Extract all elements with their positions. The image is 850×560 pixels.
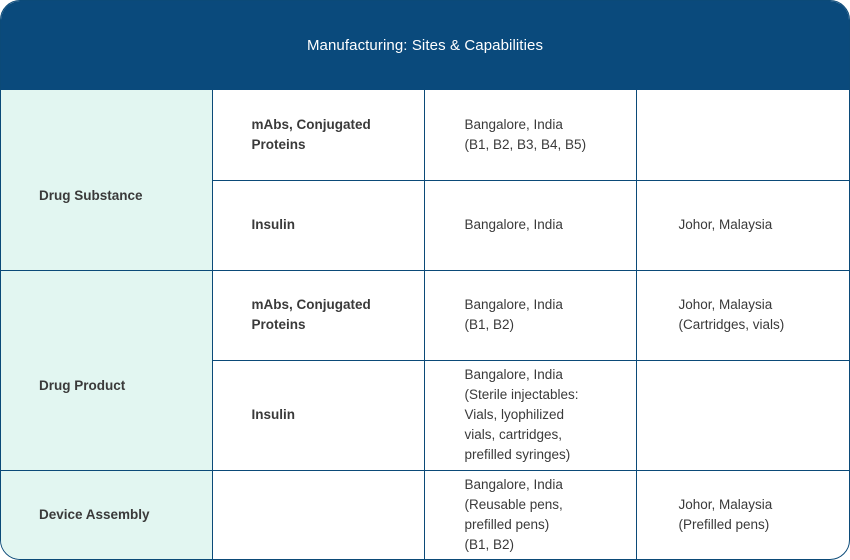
site-line: (B1, B2): [464, 317, 515, 332]
site-line: (Prefilled pens): [678, 517, 770, 533]
table-row: Insulin Bangalore, India (Sterile inject…: [1, 359, 849, 471]
site-line: Johor, Malaysia: [678, 217, 773, 232]
category-device-assembly: Device Assembly: [1, 469, 213, 559]
site-malaysia-cell: [635, 90, 849, 181]
site-line: Bangalore, India: [464, 116, 563, 132]
product-type-line: Insulin: [251, 217, 296, 232]
site-line: Bangalore, India: [464, 477, 563, 493]
product-type-cell: Insulin: [212, 179, 425, 271]
table-row: Insulin Bangalore, India Johor, Malaysia: [1, 179, 849, 271]
site-line: Johor, Malaysia: [678, 297, 773, 312]
site-line: Bangalore, India: [464, 297, 563, 312]
site-india-cell: Bangalore, India: [423, 179, 637, 271]
site-malaysia-cell: Johor, Malaysia: [635, 179, 849, 271]
product-type-line: Insulin: [251, 407, 296, 422]
product-type-line: Proteins: [251, 317, 306, 332]
site-line: (B1, B2, B3, B4, B5): [464, 136, 587, 152]
category-drug-substance: Drug Substance: [1, 90, 213, 271]
site-line: (Cartridges, vials): [678, 317, 785, 332]
product-type-cell: mAbs, Conjugated Proteins: [211, 269, 425, 361]
product-type-line: Proteins: [251, 136, 306, 152]
site-line: Bangalore, India: [464, 367, 563, 382]
site-line: Johor, Malaysia: [678, 497, 773, 513]
site-line: Vials, lyophilized: [464, 407, 565, 422]
site-line: (Sterile injectables:: [464, 387, 579, 402]
table-row: Drug Substance mAbs, Conjugated Proteins…: [1, 90, 849, 271]
table-row: Device Assembly Bangalore, India (Reusab…: [1, 469, 849, 559]
capabilities-table: Drug Substance mAbs, Conjugated Proteins…: [1, 90, 849, 559]
product-type-cell: [211, 469, 425, 559]
product-type-cell: mAbs, Conjugated Proteins: [211, 90, 425, 181]
product-type-line: mAbs, Conjugated: [251, 297, 371, 312]
table-header: Manufacturing: Sites & Capabilities: [1, 1, 849, 90]
site-line: (B1, B2): [464, 537, 515, 553]
site-india-cell: Bangalore, India (B1, B2, B3, B4, B5): [423, 90, 637, 181]
category-drug-product: Drug Product: [1, 269, 213, 471]
page-title: Manufacturing: Sites & Capabilities: [306, 37, 544, 54]
site-line: (Reusable pens,: [464, 497, 563, 513]
site-line: vials, cartridges,: [464, 427, 563, 442]
table-row: Drug Product mAbs, Conjugated Proteins B…: [1, 269, 849, 471]
site-india-cell: Bangalore, India (B1, B2): [423, 269, 637, 361]
product-type-cell: Insulin: [212, 359, 425, 471]
site-line: prefilled syringes): [464, 447, 571, 462]
site-line: Bangalore, India: [464, 217, 563, 232]
product-type-line: mAbs, Conjugated: [251, 116, 371, 132]
site-malaysia-cell: Johor, Malaysia (Prefilled pens): [635, 469, 849, 559]
site-india-cell: Bangalore, India (Reusable pens, prefill…: [423, 469, 637, 559]
site-india-cell: Bangalore, India (Sterile injectables: V…: [423, 359, 637, 471]
site-malaysia-cell: [635, 359, 849, 471]
site-malaysia-cell: Johor, Malaysia (Cartridges, vials): [635, 269, 849, 361]
site-line: prefilled pens): [464, 517, 550, 533]
